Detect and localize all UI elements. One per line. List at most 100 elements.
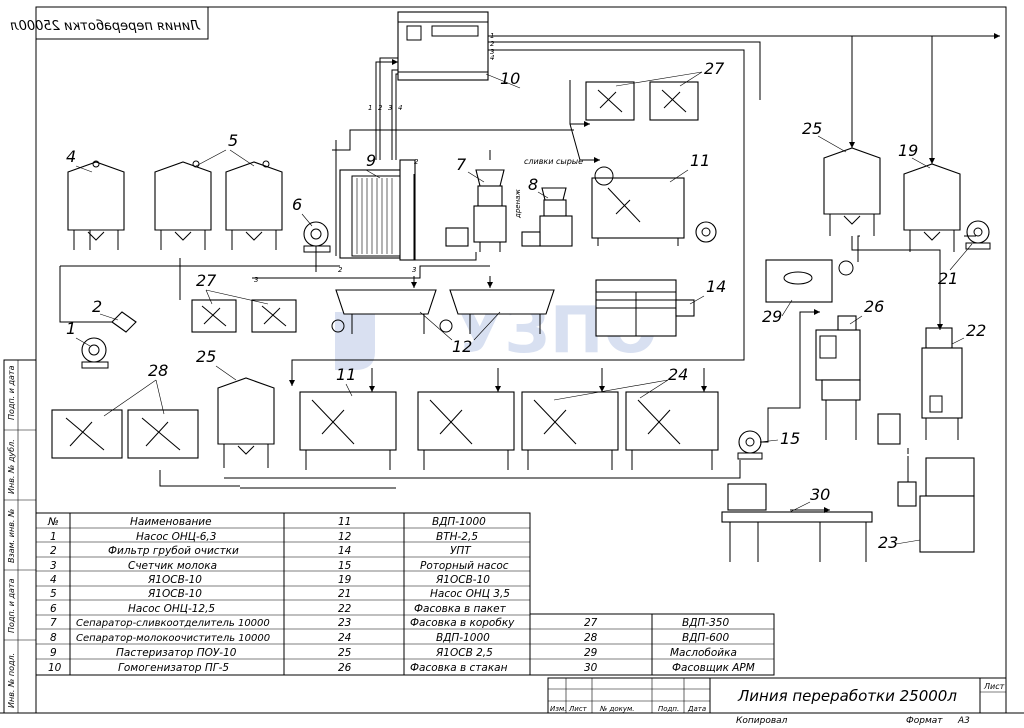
pipe-label: 3	[254, 276, 258, 284]
pump-6	[303, 221, 331, 253]
spec-cell: Фасовщик АРМ	[672, 662, 755, 674]
spec-cell: Насос ОНЦ-12,5	[128, 603, 215, 615]
tank-25-right	[823, 147, 881, 236]
spec-cell: ВДП-600	[682, 632, 729, 644]
vat-24a	[417, 391, 515, 470]
callout-22: 22	[966, 321, 986, 340]
callout-27-top: 27	[704, 59, 725, 78]
spec-cell: 12	[338, 531, 352, 543]
callout-5: 5	[228, 131, 238, 150]
pump-15	[737, 430, 763, 460]
spec-cell: 30	[584, 662, 598, 674]
tank-25-lower	[217, 377, 275, 468]
spec-cell: 29	[584, 647, 598, 659]
spec-cell: Я1ОСВ-10	[435, 574, 490, 586]
spec-cell: 24	[338, 632, 351, 644]
spec-cell: 26	[338, 662, 352, 674]
separator-7	[445, 169, 507, 252]
pump-21	[965, 220, 991, 250]
filler-23	[897, 456, 975, 553]
pump-11-top	[695, 221, 717, 243]
pipe-label: 3	[412, 266, 416, 274]
spec-cell: 2	[50, 545, 57, 557]
title-block-title: Линия переработки 25000л	[737, 687, 957, 705]
tank-5b	[225, 160, 283, 250]
title-block-text: Линия переработки 25000л Лист Изм. Лист …	[550, 682, 1005, 726]
tank-19	[903, 163, 961, 252]
pump-1	[81, 337, 109, 369]
tank-4	[67, 160, 125, 250]
vat-11-lower	[299, 391, 397, 470]
vat-27-lower	[191, 299, 297, 333]
spec-cell: 7	[50, 617, 57, 629]
title-block-col-date: Дата	[687, 705, 706, 713]
callout-27-lower: 27	[196, 271, 217, 290]
spec-cell: 27	[584, 617, 598, 629]
callout-23: 23	[878, 533, 898, 552]
pipe-label: 4	[398, 104, 402, 112]
spec-cell: Фасовка в стакан	[410, 662, 508, 674]
spec-cell: 23	[338, 617, 351, 629]
callout-19: 19	[898, 141, 918, 160]
callout-7: 7	[456, 155, 467, 174]
vat-27-top	[585, 81, 699, 121]
pipelines	[59, 35, 1000, 511]
unit-14	[595, 279, 695, 337]
spec-cell: 21	[338, 588, 351, 600]
title-block-format-value: А3	[957, 716, 970, 726]
callout-12: 12	[452, 337, 472, 356]
flow-label-drain: дренаж	[514, 189, 522, 219]
callout-15: 15	[780, 429, 800, 448]
pipe-label: 1	[368, 104, 372, 112]
side-label-dup-inv: Инв. № дубл.	[7, 439, 16, 494]
spec-cell: Маслобойка	[670, 647, 737, 659]
vat-24b	[521, 391, 619, 470]
spec-cell: 19	[338, 574, 352, 586]
spec-cell: 6	[50, 603, 57, 615]
filler-26	[815, 315, 901, 445]
pipe-label: 2	[490, 40, 495, 48]
spec-header-no: №	[47, 516, 59, 528]
title-block-format: Формат	[906, 716, 943, 726]
filler-22	[921, 327, 963, 440]
spec-cell: ВТН-2,5	[436, 531, 478, 543]
title-block	[547, 677, 1007, 714]
callout-11-lower: 11	[336, 365, 356, 384]
spec-table	[35, 512, 775, 676]
vat-24c	[625, 391, 719, 470]
callout-2: 2	[92, 297, 102, 316]
spec-cell: Я1ОСВ-10	[147, 574, 202, 586]
spec-cell: 25	[338, 647, 352, 659]
callout-10: 10	[500, 69, 520, 88]
pipe-label: 2	[378, 104, 383, 112]
spec-cell: Насос ОНЦ-6,3	[136, 531, 216, 543]
spec-cell: 8	[50, 632, 57, 644]
spec-cell: 1	[50, 531, 57, 543]
spec-cell: 10	[48, 662, 62, 674]
filter-2	[111, 311, 137, 333]
spec-cell: 28	[584, 632, 598, 644]
spec-cell: Фасовка в пакет	[414, 603, 507, 615]
spec-cell: Я1ОСВ-10	[147, 588, 202, 600]
spec-cell: Насос ОНЦ 3,5	[430, 588, 510, 600]
trough-12	[331, 289, 555, 334]
spec-cell: Фильтр грубой очистки	[108, 545, 239, 557]
spec-cell: Фасовка в коробку	[410, 617, 515, 629]
callout-21: 21	[938, 269, 958, 288]
spec-table-text: № Наименование 11 ВДП-1000 1 Насос ОНЦ-6…	[47, 516, 755, 674]
pasteurizer-9	[339, 159, 416, 261]
flow-arrows	[289, 33, 1000, 513]
homogenizer-10	[397, 11, 489, 81]
title-block-col-sign: Подп.	[658, 705, 679, 713]
callout-25-right: 25	[802, 119, 822, 138]
spec-cell: 22	[338, 603, 352, 615]
spec-cell: 4	[50, 574, 57, 586]
callout-14: 14	[706, 277, 726, 296]
header-stamp-text: Линия переработки 25000л	[10, 19, 201, 34]
spec-cell: Пастеризатор ПОУ-10	[116, 647, 237, 659]
churn-29	[765, 259, 854, 303]
callout-30: 30	[810, 485, 830, 504]
callout-1: 1	[66, 319, 76, 338]
spec-cell: Счетчик молока	[128, 560, 217, 572]
tank-5a	[154, 160, 212, 250]
